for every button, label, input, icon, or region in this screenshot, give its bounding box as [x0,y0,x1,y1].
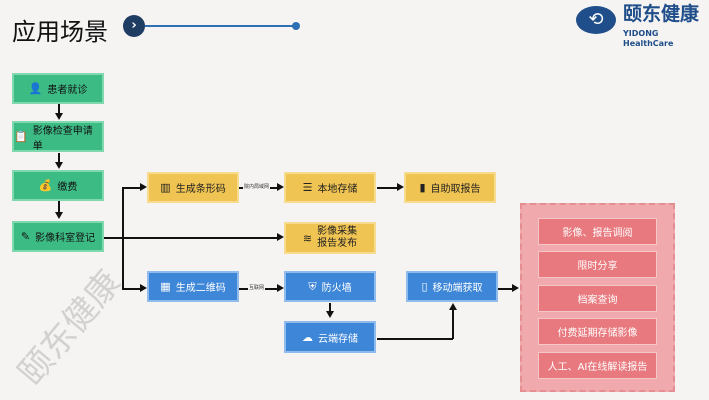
connector [104,237,277,239]
chevron-right-icon: › [123,15,145,37]
edit-icon: ✎ [20,230,31,243]
arrow-right-icon [277,284,284,292]
title-dot [292,22,300,30]
cloud-storage: ☁ 云端存储 [284,321,376,353]
generate-barcode: ▥ 生成条形码 [147,172,239,203]
local-storage: ☰ 本地存储 [284,172,376,203]
cloud-icon: ☁ [302,330,313,344]
arrow-down-icon [55,162,63,169]
service-item: 付费延期存储影像 [538,318,657,345]
service-item: 人工、AI在线解读报告 [538,352,657,379]
node-label: 自助取报告 [430,184,481,195]
connector [122,288,140,290]
connector [377,187,397,189]
page-title: 应用场景 [12,18,108,46]
image-capture-report: ≋ 影像采集报告发布 [284,222,376,254]
service-item: 限时分享 [538,251,657,278]
connector [58,153,60,163]
watermark: 颐东健康 [10,263,130,393]
user-icon: 👤 [28,82,43,95]
label-line: 影像采集 [317,226,358,237]
node-label: 本地存储 [317,184,358,195]
arrow-right-icon [277,233,284,241]
connector [377,338,453,340]
arrow-right-icon [140,183,147,191]
step-payment: 💰 缴费 [12,170,104,201]
step-label: 影像科室登记 [35,233,96,244]
self-service-report: ▮ 自助取报告 [404,172,496,203]
step-exam-request: 📋 影像检查申请单 [12,121,104,152]
logo-icon: ⟲ [576,6,616,34]
server-icon: ☰ [302,181,313,194]
services-panel: 影像、报告调阅 限时分享 档案查询 付费延期存储影像 人工、AI在线解读报告 [520,203,675,392]
firewall: ⛨ 防火墙 [284,271,376,302]
shield-icon: ⛨ [308,279,317,293]
arrow-down-icon [55,212,63,219]
node-label: 云端存储 [318,333,358,345]
step-label: 患者就诊 [47,85,88,96]
money-icon: 💰 [38,179,53,192]
arrow-down-icon [55,113,63,120]
connector [122,187,140,189]
label-line: 报告发布 [317,238,358,249]
step-label: 影像检查申请单 [32,125,93,152]
connector [329,303,331,312]
connector [122,187,124,289]
step-label: 缴费 [57,182,78,193]
brand-name-en: YIDONG HealthCare [623,29,674,48]
connector [452,310,454,339]
node-label: 影像采集报告发布 [317,226,357,250]
node-label: 防火墙 [321,283,352,294]
edge-label-lan: 院内局域网 [243,184,271,190]
node-label: 移动端获取 [432,283,483,294]
qrcode-icon: ▦ [160,280,171,293]
arrow-right-icon [397,183,404,191]
node-label: 生成条形码 [175,184,226,195]
barcode-icon: ▥ [160,181,171,194]
arrow-right-icon [512,284,519,292]
router-icon: ≋ [302,231,313,245]
arrow-right-icon [277,183,284,191]
kiosk-icon: ▮ [419,181,426,194]
mobile-access: ▯ 移动端获取 [406,271,498,302]
step-registration: ✎ 影像科室登记 [12,221,104,252]
service-item: 影像、报告调阅 [538,218,657,245]
generate-qrcode: ▦ 生成二维码 [147,271,239,302]
service-item: 档案查询 [538,285,657,312]
arrow-down-icon [326,311,334,318]
arrow-up-icon [449,303,457,310]
connector [58,201,60,213]
connector [58,104,60,114]
brand-name: 颐东健康 [623,3,700,25]
arrow-right-icon [140,284,147,292]
form-icon: 📋 [14,130,28,143]
connector [498,288,512,290]
tablet-icon: ▯ [421,280,428,293]
step-patient-visit: 👤 患者就诊 [12,73,104,104]
edge-label-internet: 互联网 [248,285,266,291]
title-line [145,25,295,27]
node-label: 生成二维码 [175,283,226,294]
